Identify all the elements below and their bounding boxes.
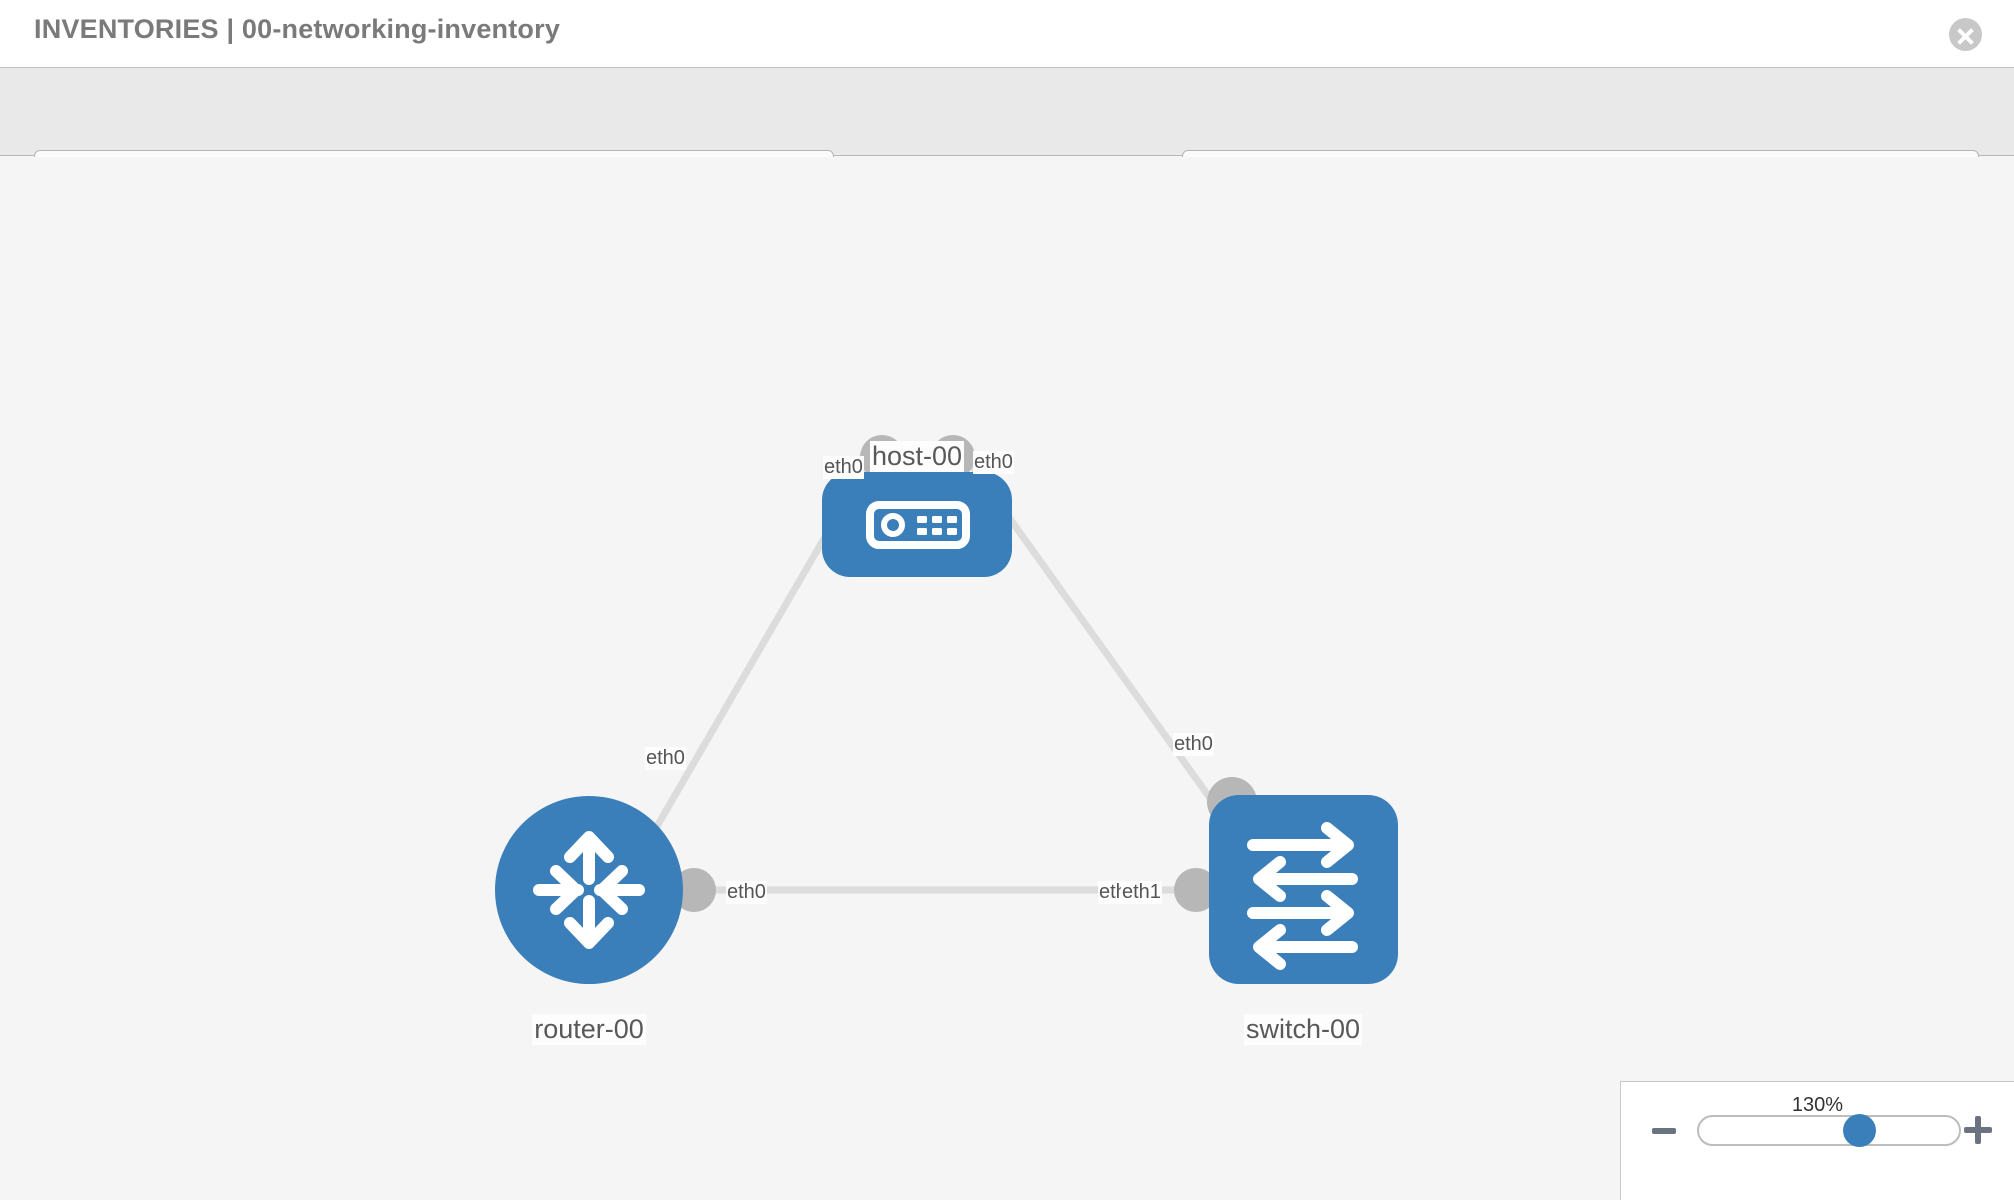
iface-label-host-eth0-right: eth0	[973, 451, 1014, 474]
iface-label-switch-eth0-uplink: eth0	[1173, 733, 1214, 756]
toolbar: ACTIONS SEARCH	[0, 68, 2014, 200]
node-label-host-00: host-00	[869, 441, 965, 472]
iface-label-router-eth0: eth0	[726, 881, 767, 904]
node-router-00[interactable]	[495, 796, 683, 984]
zoom-slider[interactable]	[1697, 1115, 1961, 1146]
zoom-control: 130%	[1620, 1081, 2014, 1200]
app-header: INVENTORIES | 00-networking-inventory	[0, 0, 2014, 68]
zoom-in-button[interactable]	[1964, 1116, 1992, 1144]
topology-canvas[interactable]: host-00 router-00 switch-00 eth0 eth0 et…	[0, 157, 2014, 1200]
port-switch-left	[1174, 868, 1218, 912]
zoom-slider-thumb[interactable]	[1843, 1114, 1876, 1147]
node-host-00[interactable]	[822, 472, 1012, 577]
node-switch-00[interactable]	[1209, 795, 1398, 984]
node-label-router-00: router-00	[532, 1014, 646, 1045]
zoom-percent-label: 130%	[1791, 1094, 1844, 1116]
iface-label-router-eth0-uplink: eth0	[645, 747, 686, 770]
node-label-switch-00: switch-00	[1243, 1014, 1363, 1045]
iface-label-host-eth0-left: eth0	[823, 456, 864, 479]
port-router-right	[672, 868, 716, 912]
close-icon[interactable]	[1949, 18, 1982, 51]
iface-label-switch-eth1: eth1	[1121, 881, 1162, 904]
page-title: INVENTORIES | 00-networking-inventory	[34, 14, 561, 44]
topology-graph	[495, 435, 1398, 984]
zoom-out-button[interactable]	[1652, 1128, 1676, 1134]
